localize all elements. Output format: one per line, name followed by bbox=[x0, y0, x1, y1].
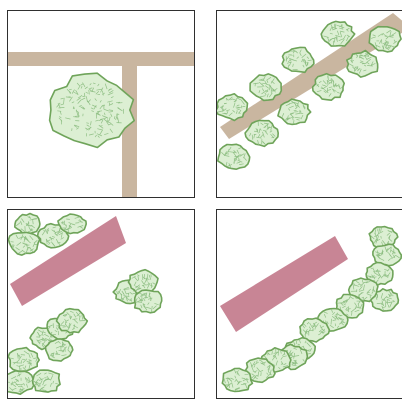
panel-bottom-left bbox=[7, 209, 195, 399]
vegetation-band-middle bbox=[261, 309, 348, 373]
panel-top-left bbox=[7, 10, 195, 198]
shrub-texture bbox=[331, 319, 332, 325]
vegetation-patch bbox=[50, 73, 135, 147]
shrub-texture bbox=[73, 117, 78, 118]
panel-bottom-left-canvas bbox=[8, 210, 195, 399]
shrub-texture bbox=[308, 62, 309, 66]
shrub-texture bbox=[148, 282, 149, 285]
shrub-texture bbox=[262, 83, 265, 84]
vegetation-band-upper bbox=[337, 227, 402, 318]
shrub-texture bbox=[33, 220, 34, 224]
shrub-texture bbox=[360, 56, 365, 57]
shrub-texture bbox=[259, 80, 264, 81]
shrub-outline bbox=[282, 47, 314, 72]
shrub-texture bbox=[65, 322, 66, 326]
shrub-texture bbox=[89, 90, 90, 95]
shrub-texture bbox=[57, 111, 61, 112]
panel-bottom-right bbox=[216, 209, 402, 399]
shrub-texture bbox=[74, 107, 75, 109]
panel-top-left-canvas bbox=[8, 11, 195, 198]
shrub-texture bbox=[75, 223, 79, 224]
shrub-texture bbox=[100, 126, 103, 127]
road-horizontal bbox=[8, 52, 195, 66]
shrub-texture bbox=[147, 274, 148, 279]
shrub-texture bbox=[328, 75, 329, 80]
shrub-texture bbox=[86, 123, 89, 124]
shrub-texture bbox=[381, 236, 382, 239]
shrub-texture bbox=[303, 59, 304, 62]
road-vertical bbox=[122, 66, 137, 198]
panel-top-right-canvas bbox=[217, 11, 402, 198]
shrub-texture bbox=[284, 352, 285, 356]
shrub-texture bbox=[390, 36, 394, 37]
shrub-texture bbox=[69, 89, 72, 90]
panel-bottom-right-canvas bbox=[217, 210, 402, 399]
shrub-texture bbox=[35, 385, 40, 386]
panel-top-right bbox=[216, 10, 402, 198]
shrub-texture bbox=[255, 83, 256, 86]
shrub-texture bbox=[241, 106, 242, 109]
shrub-texture bbox=[367, 66, 373, 67]
vegetation-cluster-right bbox=[113, 270, 162, 313]
shrub-texture bbox=[338, 303, 343, 304]
shrub-outline bbox=[222, 368, 252, 391]
shrub-texture bbox=[62, 344, 66, 345]
shrub-texture bbox=[58, 243, 61, 244]
shrub-texture bbox=[377, 303, 383, 304]
vegetation-band-lower bbox=[222, 358, 275, 391]
vegetation-cluster-middle bbox=[30, 309, 87, 361]
shrub-outline bbox=[218, 144, 250, 169]
